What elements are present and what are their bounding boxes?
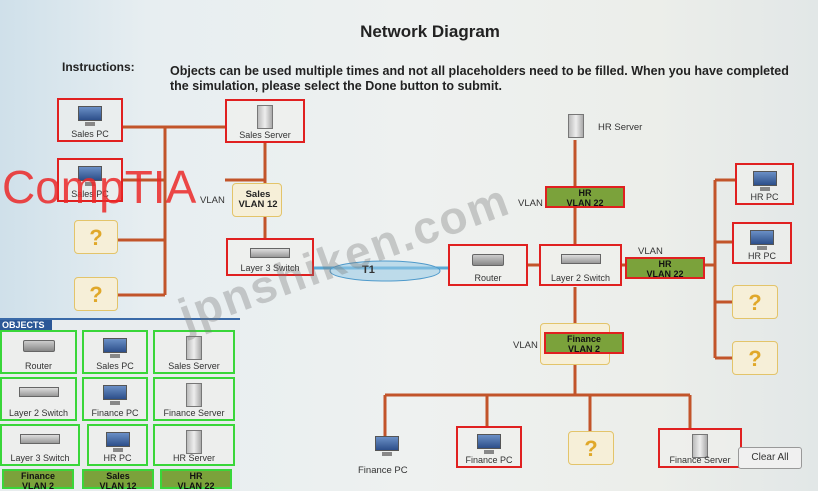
object-router[interactable]: Router xyxy=(0,330,77,374)
layer3-switch-slot[interactable]: Layer 3 Switch xyxy=(226,238,314,276)
placeholder-slot-right-1[interactable]: ? xyxy=(732,285,778,319)
sales-pc-slot-1[interactable]: Sales PC xyxy=(57,98,123,142)
finance-server-slot[interactable]: Finance Server xyxy=(658,428,742,468)
object-layer2-switch[interactable]: Layer 2 Switch xyxy=(0,377,77,421)
finance-pc-slot[interactable]: Finance PC xyxy=(456,426,522,468)
pc-icon xyxy=(748,230,776,252)
hr-pc-slot-2[interactable]: HR PC xyxy=(732,222,792,264)
placeholder-slot-left-2[interactable]: ? xyxy=(74,277,118,311)
pc-icon xyxy=(101,385,129,407)
finance-pc-icon xyxy=(373,436,401,458)
server-icon xyxy=(186,430,202,454)
hr-right-vlan-prefix: VLAN xyxy=(638,246,663,257)
switch-icon xyxy=(18,387,59,397)
finance-vlan-prefix: VLAN xyxy=(513,340,538,351)
server-icon xyxy=(186,383,202,407)
object-finance-server[interactable]: Finance Server xyxy=(153,377,235,421)
page-title: Network Diagram xyxy=(360,22,500,41)
switch-icon xyxy=(250,248,290,258)
comptia-overlay-text: CompTIA xyxy=(2,161,197,213)
object-sales-pc[interactable]: Sales PC xyxy=(82,330,148,374)
pc-icon xyxy=(76,106,104,128)
hr-pc-slot-1[interactable]: HR PC xyxy=(735,163,794,205)
object-hr-server[interactable]: HR Server xyxy=(153,424,235,466)
wan-cloud xyxy=(318,258,452,284)
finance-pc-label: Finance PC xyxy=(358,465,408,476)
object-hr-pc[interactable]: HR PC xyxy=(87,424,148,466)
router-slot[interactable]: Router xyxy=(448,244,528,286)
pc-icon xyxy=(101,338,129,360)
pc-icon xyxy=(104,432,132,454)
sales-server-slot[interactable]: Sales Server xyxy=(225,99,305,143)
object-finance-pc[interactable]: Finance PC xyxy=(82,377,148,421)
object-layer3-switch[interactable]: Layer 3 Switch xyxy=(0,424,80,466)
hr-server-label: HR Server xyxy=(598,122,643,133)
router-icon xyxy=(472,254,504,266)
sales-vlan-prefix: VLAN xyxy=(200,195,225,206)
clear-all-button[interactable]: Clear All xyxy=(738,447,802,469)
object-sales-server[interactable]: Sales Server xyxy=(153,330,235,374)
placeholder-slot-right-2[interactable]: ? xyxy=(732,341,778,375)
pc-icon xyxy=(76,166,104,188)
switch-icon xyxy=(20,434,60,444)
objects-heading: OBJECTS xyxy=(0,320,52,331)
switch-icon xyxy=(560,254,601,264)
layer2-switch-slot[interactable]: Layer 2 Switch xyxy=(539,244,622,286)
sales-pc-slot-2[interactable]: Sales PC xyxy=(57,158,123,202)
instructions-text: Objects can be used multiple times and n… xyxy=(170,64,789,93)
pc-icon xyxy=(475,434,503,456)
placeholder-slot-left-1[interactable]: ? xyxy=(74,220,118,254)
hr-top-vlan-prefix: VLAN xyxy=(518,198,543,209)
pc-icon xyxy=(751,171,779,193)
server-icon xyxy=(186,336,202,360)
placeholder-slot-bottom[interactable]: ? xyxy=(568,431,614,465)
router-icon xyxy=(22,340,55,352)
sales-vlan-slot[interactable] xyxy=(232,183,282,217)
hr-server-icon xyxy=(568,114,584,138)
server-icon xyxy=(257,105,273,129)
instructions-label: Instructions: xyxy=(62,60,135,74)
t1-link-label: T1 xyxy=(362,264,375,276)
server-icon xyxy=(692,434,708,458)
